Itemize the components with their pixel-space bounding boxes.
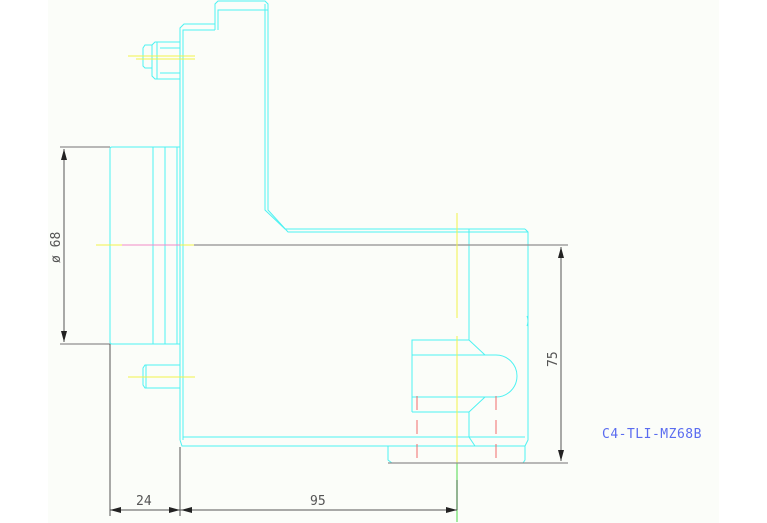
cad-drawing: ø 68 75 24 95 C4-TLI-MZ68B	[49, 0, 702, 522]
bottom-bolt	[128, 364, 195, 389]
drawing-sheet: ø 68 75 24 95 C4-TLI-MZ68B	[48, 0, 719, 523]
height-dimension-text: 75	[546, 351, 561, 367]
top-bolt	[128, 41, 195, 80]
part-number-label: C4-TLI-MZ68B	[602, 427, 702, 442]
diameter-dimension-text: ø 68	[49, 232, 64, 263]
length-dimension-text: 95	[310, 494, 326, 509]
dimension-diameter: ø 68	[49, 146, 110, 345]
clamp-block	[387, 213, 526, 522]
dimension-horizontal: 24 95	[109, 344, 457, 516]
dimension-height: 75	[388, 247, 568, 464]
offset-dimension-text: 24	[136, 494, 152, 509]
mounting-plate	[179, 0, 529, 447]
